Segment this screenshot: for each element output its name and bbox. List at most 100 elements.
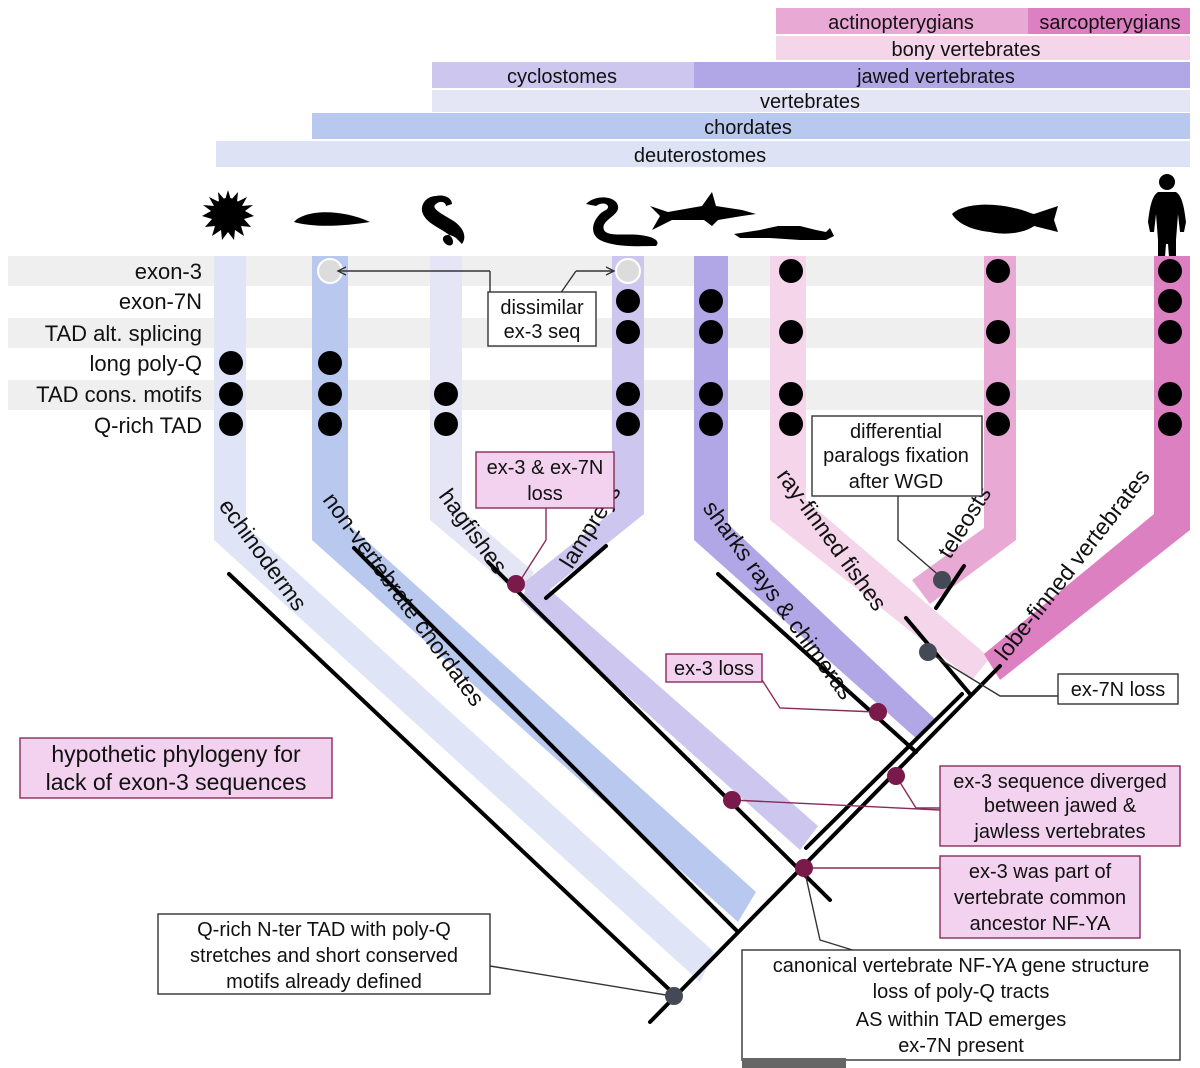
svg-text:ex-7N loss: ex-7N loss	[1071, 679, 1165, 701]
svg-text:between jawed &: between jawed &	[984, 795, 1137, 817]
presence-dots	[219, 258, 1182, 436]
band-cyclostomes	[432, 62, 694, 88]
node-diverged-jawless	[723, 791, 741, 809]
svg-text:paralogs fixation: paralogs fixation	[823, 445, 969, 467]
dot-sharks-tad-alt-splicing	[699, 320, 723, 344]
dot-teleosts-tad-alt-splicing	[986, 320, 1010, 344]
band-sarcopterygians	[1028, 8, 1190, 34]
feature-tad-cons-motifs: TAD cons. motifs	[36, 382, 202, 407]
dot-hagfishes-q-rich-tad	[434, 412, 458, 436]
human-icon	[1148, 174, 1186, 270]
dot-lobe_finned-exon-7n	[1158, 289, 1182, 313]
clade-columns	[214, 256, 1190, 982]
dot-lampreys-exon-3	[615, 258, 641, 284]
actinopterygians-label: actinopterygians	[828, 12, 974, 34]
dot-lobe_finned-tad-cons-motifs	[1158, 382, 1182, 406]
dot-sharks-q-rich-tad	[699, 412, 723, 436]
dot-non_vertebrate_chordates-long-poly-q	[318, 351, 342, 375]
lancelet-icon	[294, 212, 370, 226]
node-ex7n-loss	[919, 643, 937, 661]
node-diverged-jawed	[887, 767, 905, 785]
svg-text:ex-7N present: ex-7N present	[898, 1035, 1024, 1057]
silhouettes	[202, 174, 1186, 270]
svg-text:canonical vertebrate NF-YA gen: canonical vertebrate NF-YA gene structur…	[773, 955, 1149, 977]
svg-text:motifs already defined: motifs already defined	[226, 971, 422, 993]
svg-text:loss of poly-Q tracts: loss of poly-Q tracts	[873, 981, 1050, 1003]
svg-text:ex-3 & ex-7N: ex-3 & ex-7N	[487, 457, 604, 479]
dot-echinoderms-long-poly-q	[219, 351, 243, 375]
teleost-icon	[952, 204, 1058, 234]
dot-lobe_finned-q-rich-tad	[1158, 412, 1182, 436]
svg-text:dissimilar: dissimilar	[500, 297, 584, 319]
node-deuterostome-root	[665, 987, 683, 1005]
hagfish-icon	[421, 195, 465, 246]
vertebrates-label: vertebrates	[760, 91, 860, 113]
dot-lampreys-tad-alt-splicing	[616, 320, 640, 344]
tree-main-stem	[648, 664, 1002, 1024]
feature-exon-7n: exon-7N	[119, 289, 202, 314]
ex3-loss-box: ex-3 loss	[665, 653, 763, 683]
jawed-vertebrates-label: jawed vertebrates	[856, 66, 1015, 88]
differential-box: differential paralogs fixation after WGD	[811, 415, 983, 497]
svg-text:ex-3 sequence diverged: ex-3 sequence diverged	[953, 771, 1166, 793]
dot-echinoderms-q-rich-tad	[219, 412, 243, 436]
svg-text:jawless vertebrates: jawless vertebrates	[973, 821, 1145, 843]
chordates-label: chordates	[704, 117, 792, 139]
feature-labels: exon-3 exon-7N TAD alt. splicing long po…	[36, 259, 202, 438]
ex7n-loss-box: ex-7N loss	[1057, 673, 1179, 705]
dot-ray_finned-tad-cons-motifs	[779, 382, 803, 406]
dot-ray_finned-q-rich-tad	[779, 412, 803, 436]
node-ex3-loss	[869, 703, 887, 721]
feature-exon-3: exon-3	[135, 259, 202, 284]
dot-non_vertebrate_chordates-q-rich-tad	[318, 412, 342, 436]
dot-lobe_finned-tad-alt-splicing	[1158, 320, 1182, 344]
connectors	[336, 266, 1058, 997]
dot-sharks-exon-7n	[699, 289, 723, 313]
clade-echinoderms: echinoderms	[214, 494, 312, 616]
band-deuterostomes	[216, 141, 1190, 167]
bony-vertebrates-label: bony vertebrates	[892, 39, 1041, 61]
sea-urchin-icon	[202, 190, 254, 240]
svg-text:ex-3 was part of: ex-3 was part of	[969, 861, 1112, 883]
node-vertebrate-ancestor	[795, 859, 813, 877]
lamprey-icon	[586, 197, 658, 247]
deuterostomes-label: deuterostomes	[634, 145, 766, 167]
dot-ray_finned-tad-alt-splicing	[779, 320, 803, 344]
dot-lampreys-q-rich-tad	[616, 412, 640, 436]
dot-lampreys-tad-cons-motifs	[616, 382, 640, 406]
svg-text:ex-3 loss: ex-3 loss	[674, 658, 754, 680]
svg-text:stretches and short conserved: stretches and short conserved	[190, 945, 458, 967]
dot-hagfishes-tad-cons-motifs	[434, 382, 458, 406]
feature-long-poly-q: long poly-Q	[89, 351, 202, 376]
band-chordates	[312, 113, 1190, 139]
diverged-box: ex-3 sequence diverged between jawed & j…	[939, 765, 1181, 847]
dot-teleosts-exon-3	[986, 259, 1010, 283]
footer-bar	[742, 1058, 846, 1068]
svg-text:vertebrate common: vertebrate common	[954, 887, 1126, 909]
feature-tad-alt-splicing: TAD alt. splicing	[45, 321, 202, 346]
dot-ray_finned-exon-3	[779, 259, 803, 283]
qrich-box: Q-rich N-ter TAD with poly-Q stretches a…	[157, 913, 491, 995]
dot-echinoderms-tad-cons-motifs	[219, 382, 243, 406]
svg-text:loss: loss	[527, 483, 563, 505]
dot-lampreys-exon-7n	[616, 289, 640, 313]
node-wgd	[933, 571, 951, 589]
svg-text:Q-rich N-ter TAD with poly-Q: Q-rich N-ter TAD with poly-Q	[197, 919, 451, 941]
gar-icon	[734, 226, 834, 240]
canonical-box: canonical vertebrate NF-YA gene structur…	[741, 949, 1181, 1061]
dot-sharks-tad-cons-motifs	[699, 382, 723, 406]
feature-q-rich-tad: Q-rich TAD	[94, 413, 202, 438]
svg-text:after WGD: after WGD	[849, 471, 943, 493]
band-vertebrates	[432, 90, 1190, 112]
dot-non_vertebrate_chordates-tad-cons-motifs	[318, 382, 342, 406]
event-nodes	[507, 571, 951, 1005]
cyclostomes-label: cyclostomes	[507, 66, 617, 88]
svg-text:ex-3 seq: ex-3 seq	[504, 321, 581, 343]
svg-text:differential: differential	[850, 421, 942, 443]
svg-text:ancestor NF-YA: ancestor NF-YA	[970, 913, 1111, 935]
tree-lines	[227, 544, 1002, 1024]
svg-text:AS within TAD emerges: AS within TAD emerges	[856, 1009, 1066, 1031]
band-actinopterygians	[776, 8, 1028, 34]
band-jawed-vertebrates	[694, 62, 1190, 88]
